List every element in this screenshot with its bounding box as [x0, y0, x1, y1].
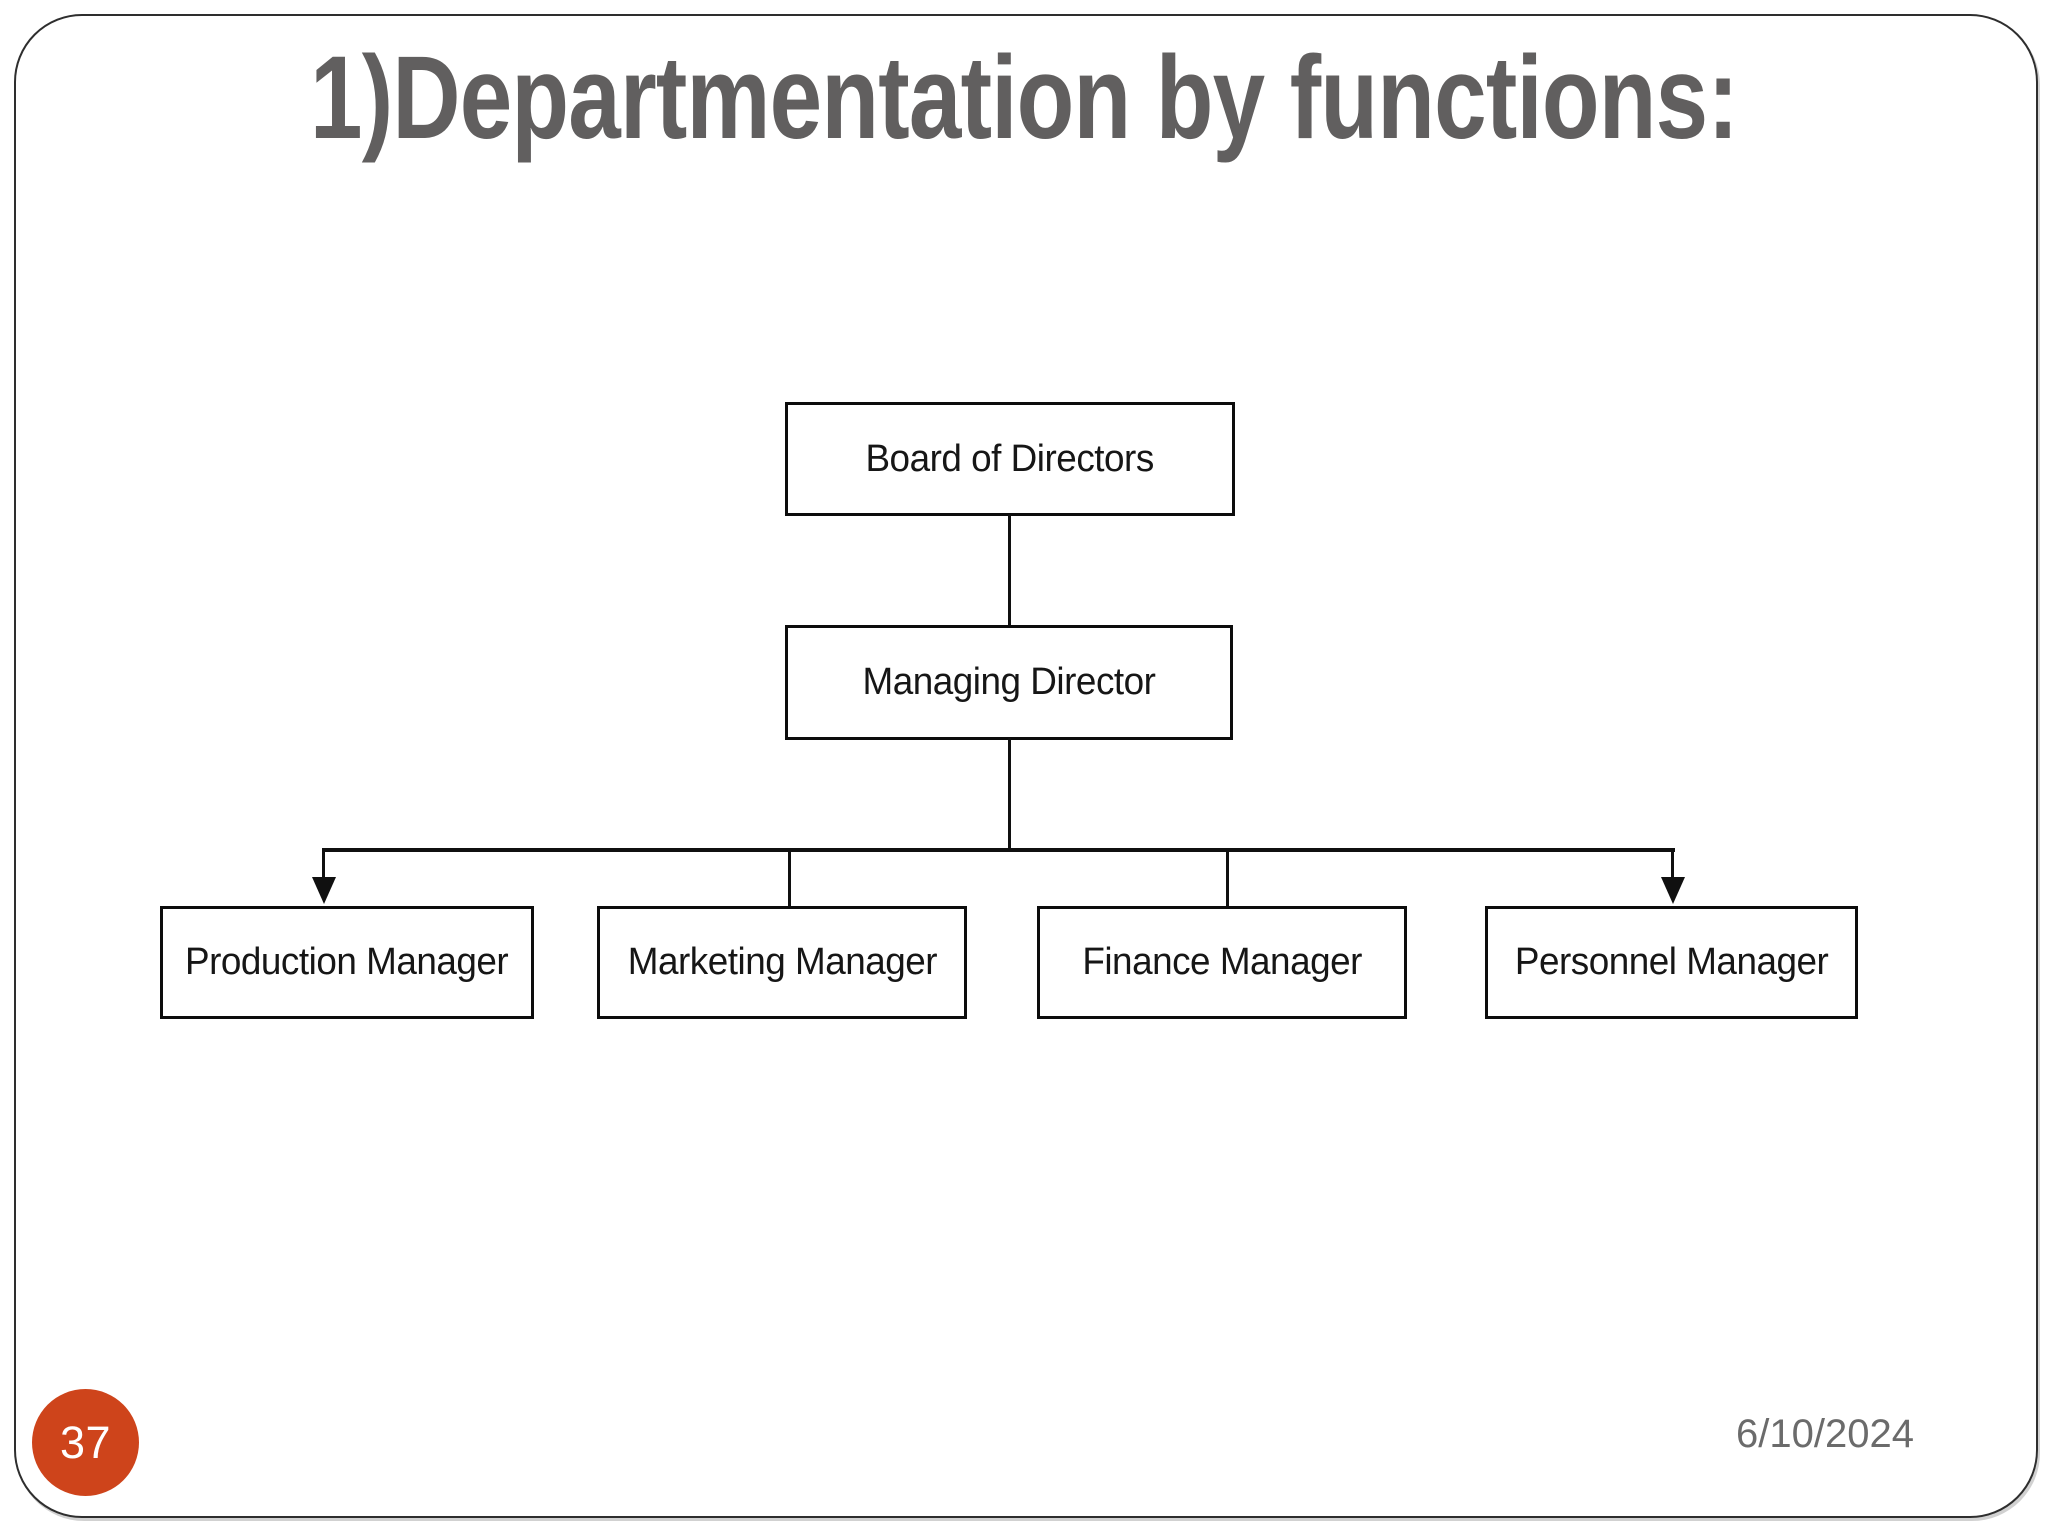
page-title: 1)Departmentation by functions: [310, 32, 1739, 164]
org-node-production-manager: Production Manager [160, 906, 534, 1019]
slide-date: 6/10/2024 [1736, 1412, 1914, 1456]
org-node-personnel-manager: Personnel Manager [1485, 906, 1858, 1019]
org-node-label: Marketing Manager [627, 941, 937, 983]
connector-drop-finance [1226, 850, 1229, 908]
connector-drop-marketing [788, 850, 791, 908]
org-node-label: Board of Directors [865, 437, 1155, 480]
slide-frame-border [14, 14, 2038, 1518]
connector-drop-production [322, 850, 325, 880]
org-node-managing-director: Managing Director [785, 625, 1233, 740]
connector-managing-to-bus [1008, 738, 1011, 850]
org-node-board-of-directors: Board of Directors [785, 402, 1235, 516]
org-node-label: Managing Director [862, 661, 1156, 703]
org-node-marketing-manager: Marketing Manager [597, 906, 967, 1019]
connector-drop-personnel [1671, 850, 1674, 880]
org-node-label: Personnel Manager [1514, 941, 1829, 983]
arrowhead-down-personnel-icon [1661, 877, 1685, 904]
page-number-badge: 37 [32, 1389, 139, 1496]
arrowhead-down-production-icon [312, 877, 336, 904]
page-number: 37 [59, 1416, 112, 1468]
org-node-label: Finance Manager [1082, 941, 1362, 983]
connector-horizontal-bus [322, 848, 1675, 852]
connector-board-to-managing [1008, 514, 1011, 627]
org-node-label: Production Manager [185, 941, 509, 983]
org-node-finance-manager: Finance Manager [1037, 906, 1407, 1019]
